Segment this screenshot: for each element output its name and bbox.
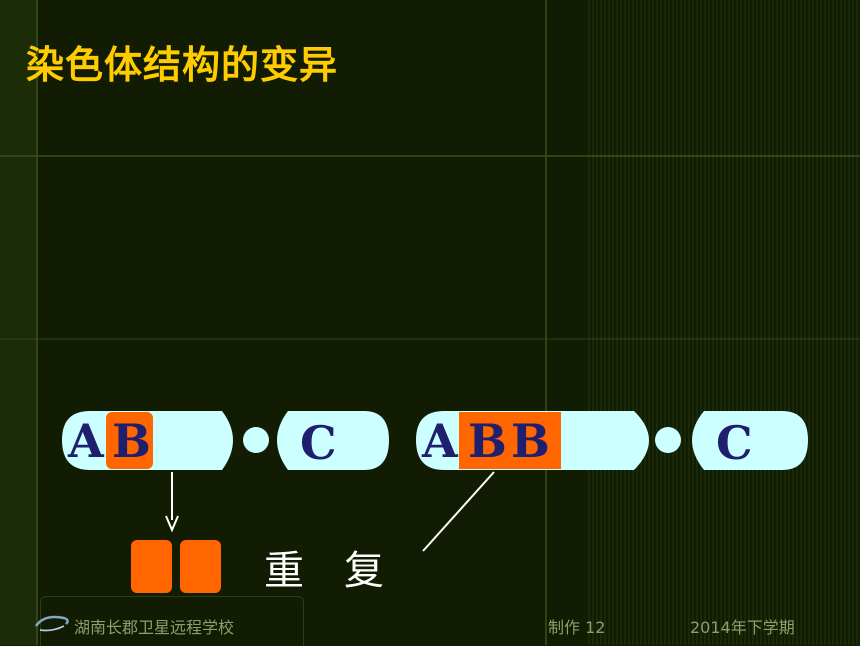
normal-gene-a: A bbox=[67, 414, 105, 468]
mutant-chromosome: A B B C bbox=[416, 411, 808, 470]
footer-maker: 制作 12 bbox=[548, 618, 606, 637]
swoosh-logo-icon bbox=[34, 615, 69, 632]
mutant-gene-b1: B bbox=[468, 414, 507, 468]
normal-chromosome-right-arm bbox=[277, 411, 389, 470]
duplication-arrow bbox=[165, 472, 179, 533]
slide-title: 染色体结构的变异 bbox=[26, 43, 339, 87]
duplicated-segment-block-2 bbox=[180, 540, 221, 593]
mutant-centromere bbox=[655, 427, 681, 453]
mutant-chromosome-right-arm bbox=[692, 411, 808, 470]
mutant-gene-b2: B bbox=[511, 414, 550, 468]
normal-chromosome: A B C bbox=[62, 411, 389, 470]
background-stripes bbox=[588, 0, 860, 645]
footer-date: 2014年下学期 bbox=[690, 618, 795, 637]
normal-gene-b: B bbox=[112, 414, 151, 468]
background-grid-line bbox=[545, 0, 547, 645]
mutant-segment-bb-highlight bbox=[459, 412, 561, 469]
footer-school-name: 湖南长郡卫星远程学校 bbox=[74, 618, 235, 637]
duplicated-segment-block-1 bbox=[131, 540, 172, 593]
normal-segment-b-highlight bbox=[106, 412, 153, 469]
background-left-band bbox=[0, 0, 38, 645]
normal-gene-c: C bbox=[300, 416, 337, 470]
background-grid-line bbox=[0, 155, 860, 157]
duplication-label: 重复 bbox=[264, 548, 424, 594]
mutant-gene-a: A bbox=[421, 414, 459, 468]
background-grid-line bbox=[0, 338, 860, 340]
pointer-line bbox=[422, 471, 495, 552]
normal-centromere bbox=[243, 427, 269, 453]
mutant-gene-c: C bbox=[716, 416, 753, 470]
background-grid-line bbox=[36, 0, 38, 645]
